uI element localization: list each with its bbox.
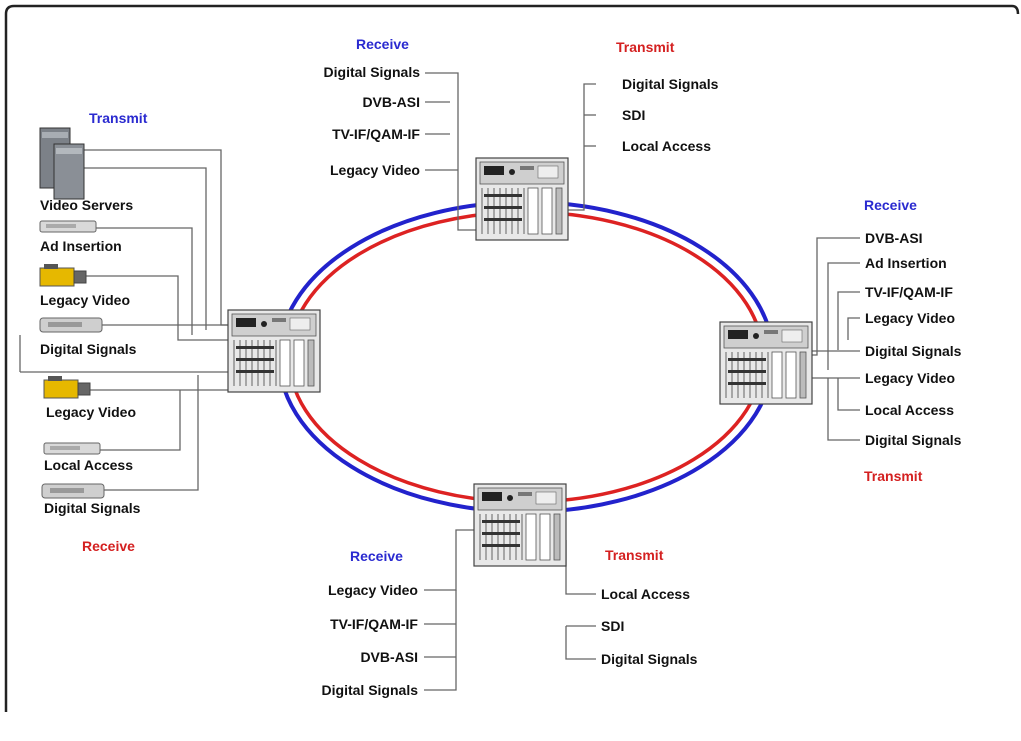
video-camera-icon [39,264,87,287]
connector [424,590,457,691]
connector [85,275,232,341]
right-receive-header: Receive [864,197,917,213]
connector [847,317,860,340]
node-chassis-icon [227,309,321,393]
connector [565,540,596,595]
connector [70,167,207,330]
bottom-receive-item: DVB-ASI [360,649,418,665]
node-chassis-icon [719,321,813,405]
connector [837,291,860,350]
connector [565,83,596,211]
left-transmit-item: Ad Insertion [40,238,122,254]
bottom-transmit-item: SDI [601,618,625,634]
connector [95,227,193,335]
right-receive-item: Legacy Video [865,310,956,326]
bottom-transmit-header: Transmit [605,547,664,563]
bottom-receive-item: Legacy Video [327,582,418,598]
right-transmit-header: Transmit [864,468,923,484]
connector [100,375,199,491]
top-receive-header: Receive [356,36,409,52]
right-receive-item: DVB-ASI [865,230,923,246]
right-transmit-item: Legacy Video [865,370,956,386]
right-receive-item: Ad Insertion [865,255,947,271]
left-transmit-item: Legacy Video [40,292,131,308]
left-transmit-item: Digital Signals [40,341,137,357]
top-transmit-item: Local Access [622,138,711,154]
bottom-transmit-item: Digital Signals [601,651,698,667]
right-receive-item: TV-IF/QAM-IF [865,284,953,300]
transmit-ring [287,210,765,504]
video-camera-icon [43,376,91,399]
connector [827,262,860,370]
ad-insertion-device-icon [39,220,97,233]
bottom-receive-header: Receive [350,548,403,564]
connector-lines [19,72,860,691]
top-transmit-item: SDI [622,107,646,123]
left-receive-header: Receive [82,538,135,554]
right-transmit-item: Digital Signals [865,343,962,359]
left-receive-item: Legacy Video [46,404,137,420]
bottom-receive-item: Digital Signals [321,682,418,698]
frame-border [4,4,1020,712]
left-transmit-item: Video Servers [40,197,134,213]
node-chassis-icon [473,483,567,567]
connector [837,378,860,411]
bottom-receive-item: TV-IF/QAM-IF [330,616,418,632]
connector [425,72,478,231]
connector [827,378,860,441]
top-receive-item: DVB-ASI [362,94,420,110]
top-transmit-item: Digital Signals [622,76,719,92]
right-transmit-item: Digital Signals [865,432,962,448]
video-server-icon [39,127,85,200]
receive-ring [277,200,775,514]
connector [424,529,478,591]
connector [565,626,596,660]
top-receive-item: Digital Signals [323,64,420,80]
node-chassis-icon [475,157,569,241]
rack-unit-icon [39,317,103,333]
connector [95,390,181,451]
bottom-transmit-item: Local Access [601,586,690,602]
ad-insertion-device-icon [43,442,101,455]
left-transmit-header: Transmit [89,110,148,126]
top-transmit-header: Transmit [616,39,675,55]
top-receive-item: TV-IF/QAM-IF [332,126,420,142]
rack-unit-icon [41,483,105,499]
left-receive-item: Local Access [44,457,133,473]
right-transmit-item: Local Access [865,402,954,418]
top-receive-item: Legacy Video [329,162,420,178]
left-receive-item: Digital Signals [44,500,141,516]
